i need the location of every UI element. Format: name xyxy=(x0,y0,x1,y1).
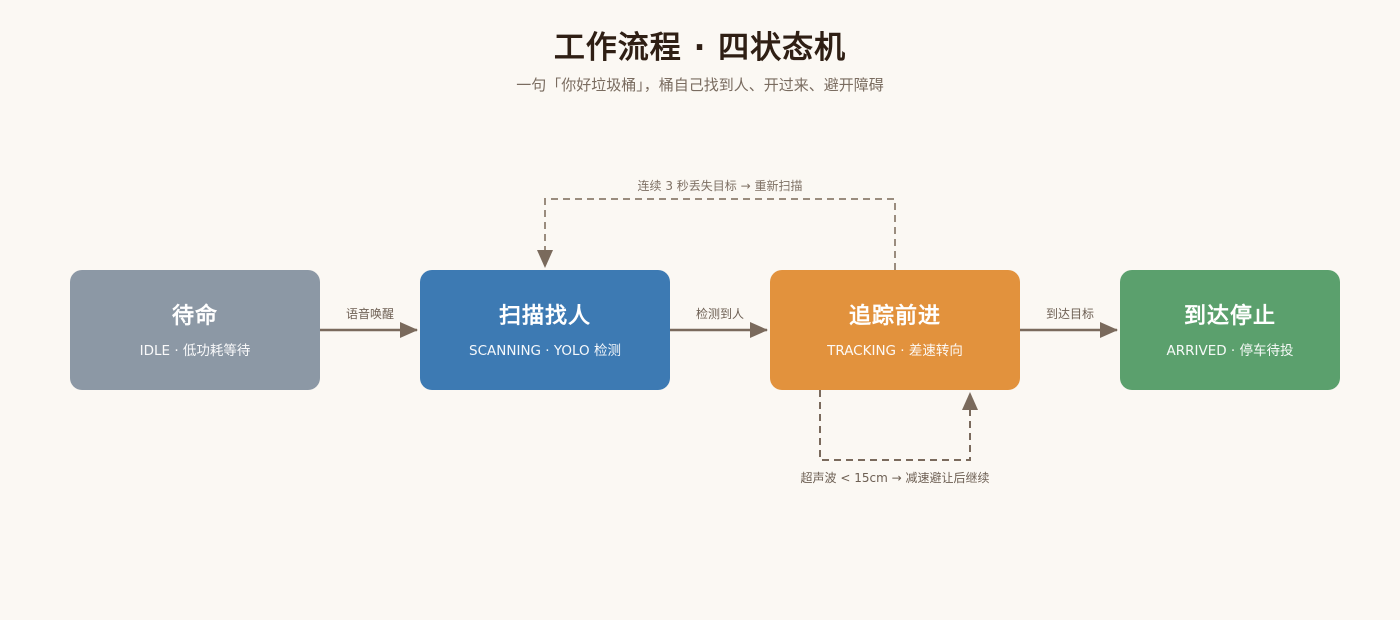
state-tracking: 追踪前进 TRACKING · 差速转向 xyxy=(770,270,1020,390)
state-tracking-title: 追踪前进 xyxy=(848,304,941,329)
state-scanning-title: 扫描找人 xyxy=(498,304,591,329)
state-idle: 待命 IDLE · 低功耗等待 xyxy=(70,270,320,390)
state-arrived: 到达停止 ARRIVED · 停车待投 xyxy=(1120,270,1340,390)
state-idle-subtitle: IDLE · 低功耗等待 xyxy=(139,343,251,359)
state-tracking-subtitle: TRACKING · 差速转向 xyxy=(827,343,963,359)
state-arrived-subtitle: ARRIVED · 停车待投 xyxy=(1166,343,1294,359)
page-subtitle: 一句「你好垃圾桶」，桶自己找到人、开过来、避开障碍 xyxy=(516,76,884,94)
arrow-lost-loop xyxy=(537,198,896,270)
state-scanning: 扫描找人 SCANNING · YOLO 检测 xyxy=(420,270,670,390)
state-idle-title: 待命 xyxy=(171,304,218,329)
state-arrived-title: 到达停止 xyxy=(1183,304,1276,329)
label-person-detected: 检测到人 xyxy=(695,307,744,321)
state-scanning-subtitle: SCANNING · YOLO 检测 xyxy=(469,343,621,359)
label-target-lost: 连续 3 秒丢失目标 → 重新扫描 xyxy=(637,179,803,193)
label-reach-target: 到达目标 xyxy=(1045,307,1094,321)
label-voice-wake: 语音唤醒 xyxy=(345,307,394,321)
label-obstacle-avoid: 超声波 < 15cm → 减速避让后继续 xyxy=(800,471,990,485)
arrow-avoid-loop xyxy=(819,390,978,461)
page-title: 工作流程 · 四状态机 xyxy=(553,30,847,66)
